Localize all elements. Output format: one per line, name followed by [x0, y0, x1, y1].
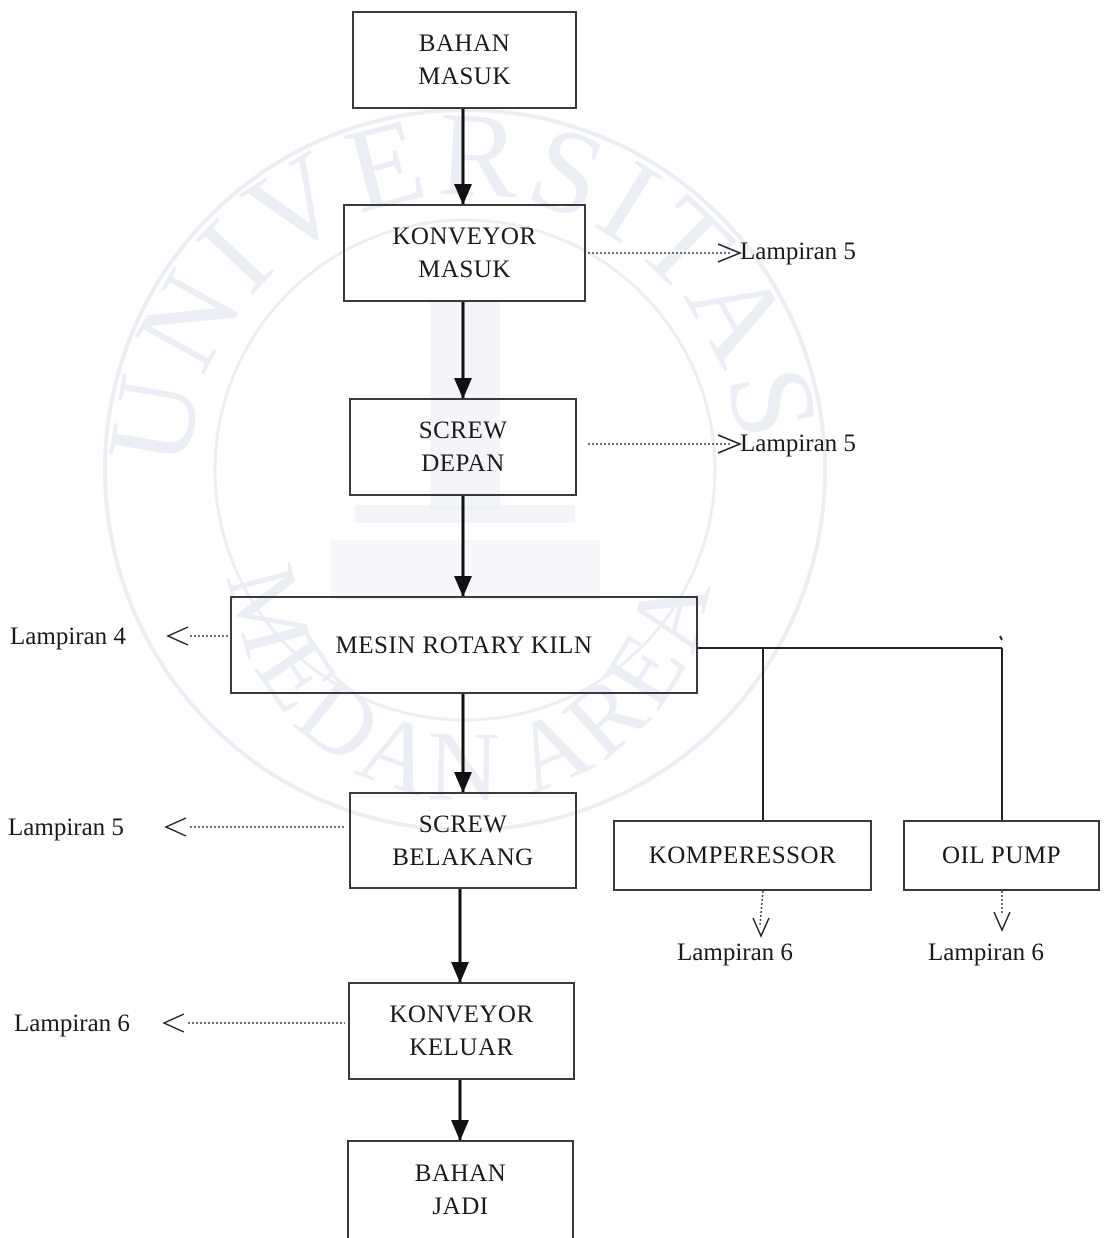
node-konveyor-keluar: KONVEYOR KELUAR [348, 982, 575, 1080]
node-mesin-rotary-kiln-label: MESIN ROTARY KILN [335, 631, 593, 659]
node-konveyor-keluar-line2: KELUAR [409, 1034, 514, 1061]
ref-screw-depan: Lampiran 5 [740, 430, 856, 457]
node-bahan-jadi: BAHAN JADI [347, 1140, 574, 1238]
node-screw-belakang-line1: SCREW [418, 810, 508, 838]
node-screw-depan-line1: SCREW [418, 417, 508, 444]
node-konveyor-masuk: KONVEYOR MASUK [343, 204, 586, 302]
node-screw-belakang-line2: BELAKANG [392, 843, 534, 871]
ref-konveyor-masuk: Lampiran 5 [740, 238, 856, 265]
node-screw-depan-line2: DEPAN [421, 450, 505, 477]
node-mesin-rotary-kiln: MESIN ROTARY KILN [230, 596, 698, 694]
node-komperessor-label: KOMPERESSOR [648, 842, 837, 869]
ref-mesin-rotary-kiln: Lampiran 4 [10, 623, 126, 650]
node-komperessor: KOMPERESSOR [613, 820, 872, 891]
node-konveyor-masuk-line2: MASUK [418, 256, 511, 283]
node-konveyor-keluar-line1: KONVEYOR [389, 1001, 534, 1028]
node-bahan-masuk-line1: BAHAN [418, 30, 511, 57]
node-bahan-jadi-line1: BAHAN [414, 1160, 507, 1187]
ref-komperessor: Lampiran 6 [677, 939, 793, 966]
node-oil-pump: OIL PUMP [903, 820, 1100, 891]
node-oil-pump-label: OIL PUMP [941, 842, 1062, 869]
node-screw-belakang: SCREW BELAKANG [349, 792, 577, 889]
ref-screw-belakang: Lampiran 5 [8, 814, 124, 841]
node-bahan-jadi-line2: JADI [432, 1193, 489, 1220]
node-screw-depan: SCREW DEPAN [349, 398, 577, 496]
node-bahan-masuk: BAHAN MASUK [352, 11, 577, 109]
ref-oil-pump: Lampiran 6 [928, 939, 1044, 966]
node-konveyor-masuk-line1: KONVEYOR [392, 223, 537, 250]
node-bahan-masuk-line2: MASUK [418, 63, 511, 90]
ref-konveyor-keluar: Lampiran 6 [14, 1010, 130, 1037]
